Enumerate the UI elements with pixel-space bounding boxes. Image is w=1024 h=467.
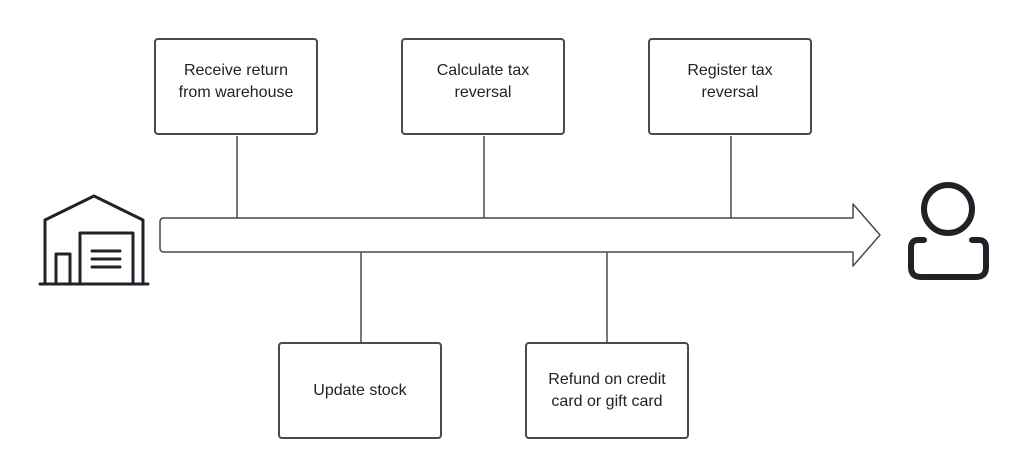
step-register-tax-reversal-label: Register tax reversal — [687, 61, 773, 101]
flow-arrow — [159, 203, 881, 267]
step-refund-label: Refund on credit card or gift card — [548, 370, 666, 410]
step-receive-return-label: Receive return from warehouse — [178, 61, 294, 101]
step-update-stock-label: Update stock — [313, 381, 407, 399]
step-update-stock: Update stock — [278, 342, 442, 439]
step-refund: Refund on credit card or gift card — [525, 342, 689, 439]
step-calculate-tax-reversal-label: Calculate tax reversal — [436, 61, 530, 101]
warehouse-icon — [38, 194, 150, 286]
step-calculate-tax-reversal: Calculate tax reversal — [401, 38, 565, 135]
step-receive-return: Receive return from warehouse — [154, 38, 318, 135]
user-icon — [908, 182, 989, 280]
step-register-tax-reversal: Register tax reversal — [648, 38, 812, 135]
